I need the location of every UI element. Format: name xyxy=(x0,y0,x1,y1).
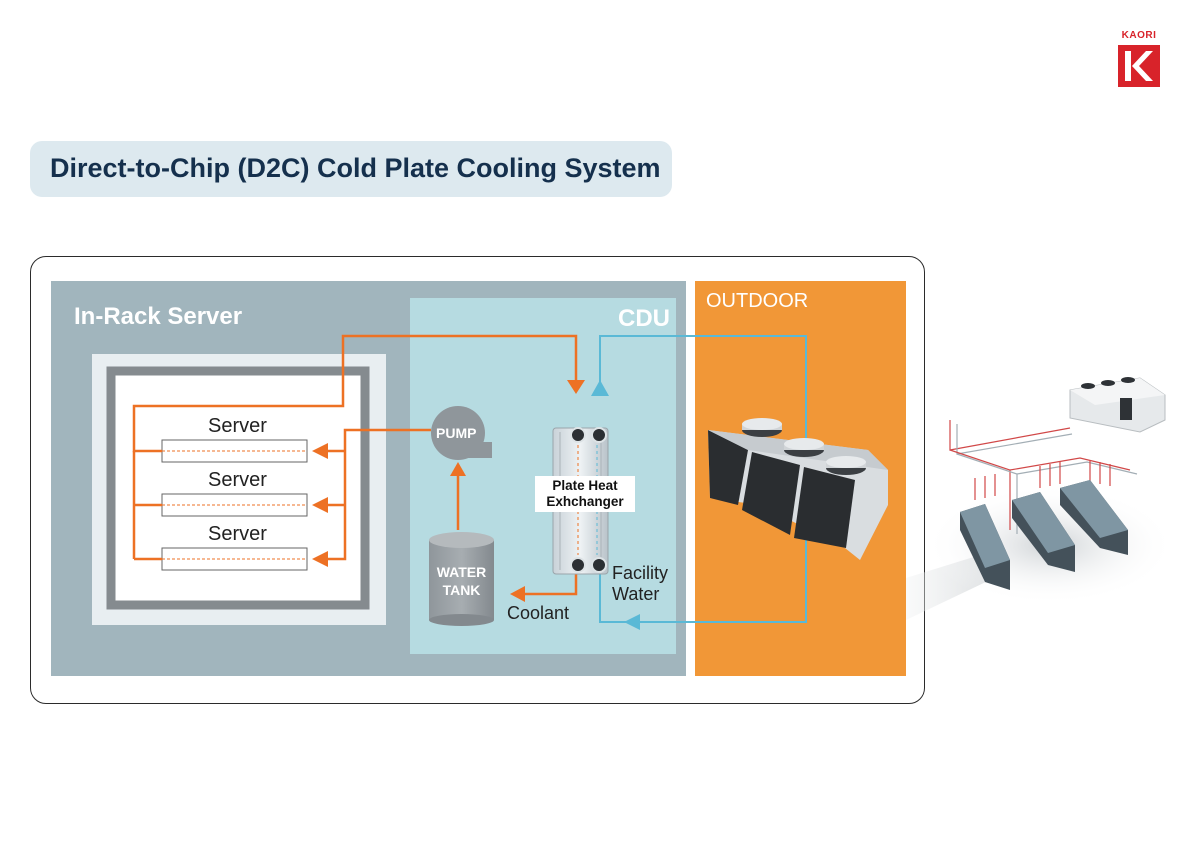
cdu-title: CDU xyxy=(618,305,670,332)
water-tank-icon xyxy=(429,532,494,626)
water-tank-label: WATER TANK xyxy=(429,563,494,599)
arrow-return-to-phe xyxy=(624,614,640,630)
pump-label: PUMP xyxy=(436,425,477,441)
outdoor-title: OUTDOOR xyxy=(706,290,809,312)
server-label-1: Server xyxy=(208,415,267,437)
arrow-into-phe xyxy=(567,380,585,394)
arrow-into-tank xyxy=(510,586,525,602)
arrow-into-server-2 xyxy=(312,497,328,513)
coolant-loop xyxy=(132,334,578,596)
water-tank-label-line2: TANK xyxy=(442,582,481,598)
facility-water-arrowheads xyxy=(591,380,640,630)
phe-label-line2: Exhchanger xyxy=(546,494,624,509)
server-units xyxy=(161,439,308,571)
arrow-into-pump xyxy=(450,462,466,476)
page-title: Direct-to-Chip (D2C) Cold Plate Cooling … xyxy=(50,153,661,183)
facility-water-loop xyxy=(599,335,807,623)
water-tank-label-line1: WATER xyxy=(436,564,487,580)
phe-label-line1: Plate Heat xyxy=(552,478,618,493)
server-label-3: Server xyxy=(208,523,267,545)
title-banner: Direct-to-Chip (D2C) Cold Plate Cooling … xyxy=(30,141,672,197)
coolant-label: Coolant xyxy=(507,603,570,623)
datacenter-isometric-icon xyxy=(925,377,1175,605)
server-label-2: Server xyxy=(208,469,267,491)
coolant-arrowheads xyxy=(312,380,585,602)
facility-water-label: Facility Water xyxy=(612,563,668,605)
dry-cooler-icon xyxy=(708,418,888,560)
arrow-into-server-3 xyxy=(312,551,328,567)
pump-icon xyxy=(431,406,492,460)
arrow-out-of-phe xyxy=(591,380,609,396)
in-rack-server-title: In-Rack Server xyxy=(74,303,243,330)
plate-heat-exchanger-label: Plate Heat Exhchanger xyxy=(535,476,635,512)
brand-logo: KAORI xyxy=(1114,30,1164,88)
brand-name: KAORI xyxy=(1121,30,1157,41)
kaori-k-logo-icon xyxy=(1118,45,1160,87)
facility-water-label-line2: Water xyxy=(612,584,660,604)
arrow-into-server-1 xyxy=(312,443,328,459)
facility-water-label-line1: Facility xyxy=(612,563,669,583)
